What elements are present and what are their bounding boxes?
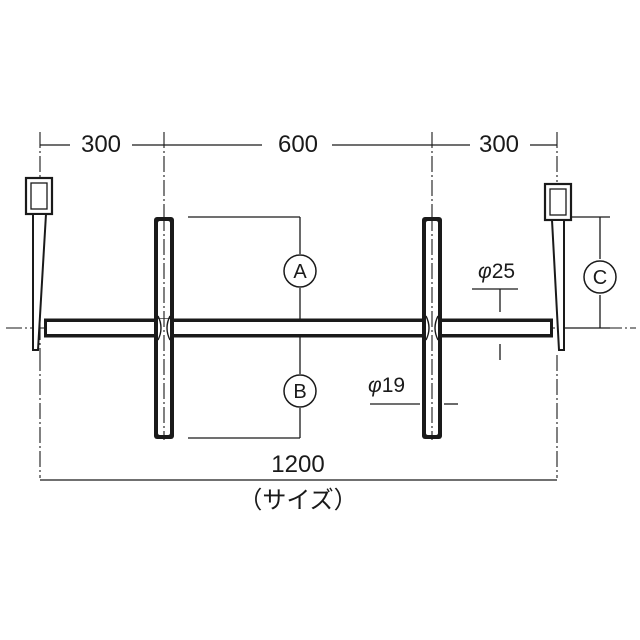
callout-c: C [583,260,617,294]
left-bracket-head-inner [30,182,48,210]
junction-right [425,315,439,341]
callout-b: B [283,374,317,408]
right-bracket-stem [550,219,565,351]
label-phi19: φ19 [368,374,405,397]
svg-text:B: B [293,381,306,403]
dim-total-width: 1200 [271,451,324,478]
right-wall-bracket [543,182,573,351]
dim-size-note: （サイズ） [238,487,357,514]
right-bracket-head-inner [549,188,567,216]
left-wall-bracket [24,176,54,351]
dim-right-span: 300 [479,131,519,158]
left-bracket-stem [32,213,48,351]
svg-text:C: C [593,267,607,289]
label-phi25: φ25 [478,260,515,283]
callout-a: A [283,254,317,288]
svg-text:A: A [293,261,307,283]
junction-left [154,315,174,341]
dim-left-span: 300 [81,131,121,158]
dim-middle-span: 600 [278,131,318,158]
